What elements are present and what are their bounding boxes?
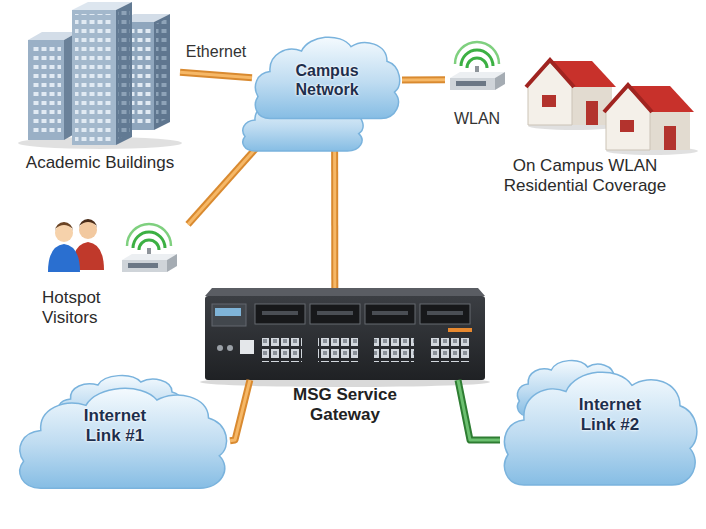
cloud-outline	[20, 388, 227, 488]
link-line-inner	[458, 380, 500, 440]
link-line	[402, 79, 445, 80]
device-button	[217, 345, 223, 351]
bay-handle	[262, 311, 298, 315]
bay-handle	[427, 311, 463, 315]
node-label: On Campus WLAN Residential Coverage	[490, 156, 680, 197]
drive-bay	[310, 304, 360, 324]
buildings-node: Academic Buildings	[20, 5, 180, 145]
house-door	[586, 101, 598, 125]
link-line-outer	[230, 380, 250, 441]
wifi-wave	[127, 224, 171, 246]
router-side	[167, 254, 177, 272]
wifi-wave	[461, 50, 493, 66]
antenna	[475, 66, 479, 73]
cloud-node: Campus Network	[252, 32, 402, 120]
brand-strip	[448, 328, 472, 332]
house-window	[620, 120, 634, 132]
roof-edge	[526, 60, 574, 87]
link-line-inner	[180, 72, 252, 77]
person-body	[48, 244, 80, 272]
house-door	[664, 126, 676, 150]
link-line-outer	[180, 72, 252, 77]
edge-label-box: Ethernet	[184, 42, 248, 61]
link-line-inner	[402, 78, 445, 81]
link-line-outer	[402, 76, 445, 83]
drive-bay	[255, 304, 305, 324]
cloud-label: Campus Network	[282, 61, 372, 99]
person-hair	[79, 219, 97, 228]
cloud-outline	[255, 37, 399, 118]
building-side	[116, 2, 132, 145]
device-panel	[212, 304, 246, 326]
router-icon	[450, 42, 505, 90]
buildings-icon	[18, 2, 182, 149]
node-label: Academic Buildings	[26, 153, 174, 173]
cloud-node: Internet Link #1	[15, 382, 230, 490]
hotspot-node: Hotspot Visitors	[45, 218, 188, 280]
residential-node: On Campus WLAN Residential Coverage	[445, 40, 695, 150]
building-windows	[31, 44, 61, 136]
wifi-wave	[133, 232, 165, 248]
node-label: MSG Service Gateway	[270, 385, 420, 426]
building-windows	[156, 18, 168, 124]
edge-label: Ethernet	[184, 42, 248, 61]
gateway-device	[200, 288, 490, 387]
port-group	[374, 338, 414, 362]
building-front	[72, 10, 116, 145]
building-front	[28, 40, 64, 140]
port-group	[262, 338, 302, 362]
building-windows	[118, 6, 130, 139]
device-lcd	[215, 308, 241, 316]
house-wall	[650, 110, 690, 150]
cloud-node: Internet Link #2	[500, 365, 700, 487]
drive-bay	[365, 304, 415, 324]
router-icon	[122, 224, 177, 272]
drive-bay	[420, 304, 470, 324]
building-windows	[75, 14, 113, 141]
people-icon	[48, 219, 104, 272]
cloud-label: Internet Link #1	[75, 406, 155, 447]
antenna	[147, 248, 151, 255]
link-line	[180, 72, 252, 77]
link-line	[458, 380, 500, 440]
cloud-outline	[505, 372, 697, 485]
link-line-outer	[458, 380, 500, 440]
bay-handle	[317, 311, 353, 315]
link-line	[230, 380, 250, 441]
edge-label-box: WLAN	[452, 109, 502, 128]
router-panel	[128, 263, 158, 268]
node-label: Hotspot Visitors	[42, 288, 127, 329]
device-top	[205, 288, 485, 296]
building-side	[154, 14, 170, 130]
wifi-wave	[455, 42, 499, 64]
link-line-inner	[230, 380, 250, 441]
gateway-node: MSG Service Gateway	[205, 288, 485, 380]
port-group	[430, 338, 470, 362]
router-panel	[456, 81, 486, 86]
cloud-label: Internet Link #2	[570, 395, 650, 436]
device-front	[205, 296, 485, 380]
edge-label: WLAN	[452, 109, 502, 128]
router-front	[122, 260, 167, 272]
port-group	[318, 338, 358, 362]
house-icon	[604, 85, 698, 155]
bay-handle	[372, 311, 408, 315]
roof-edge	[604, 85, 652, 112]
device-button	[227, 345, 233, 351]
person-hair	[55, 222, 73, 231]
router-side	[495, 72, 505, 90]
console-port	[240, 340, 254, 354]
router-front	[450, 78, 495, 90]
house-window	[542, 95, 556, 107]
